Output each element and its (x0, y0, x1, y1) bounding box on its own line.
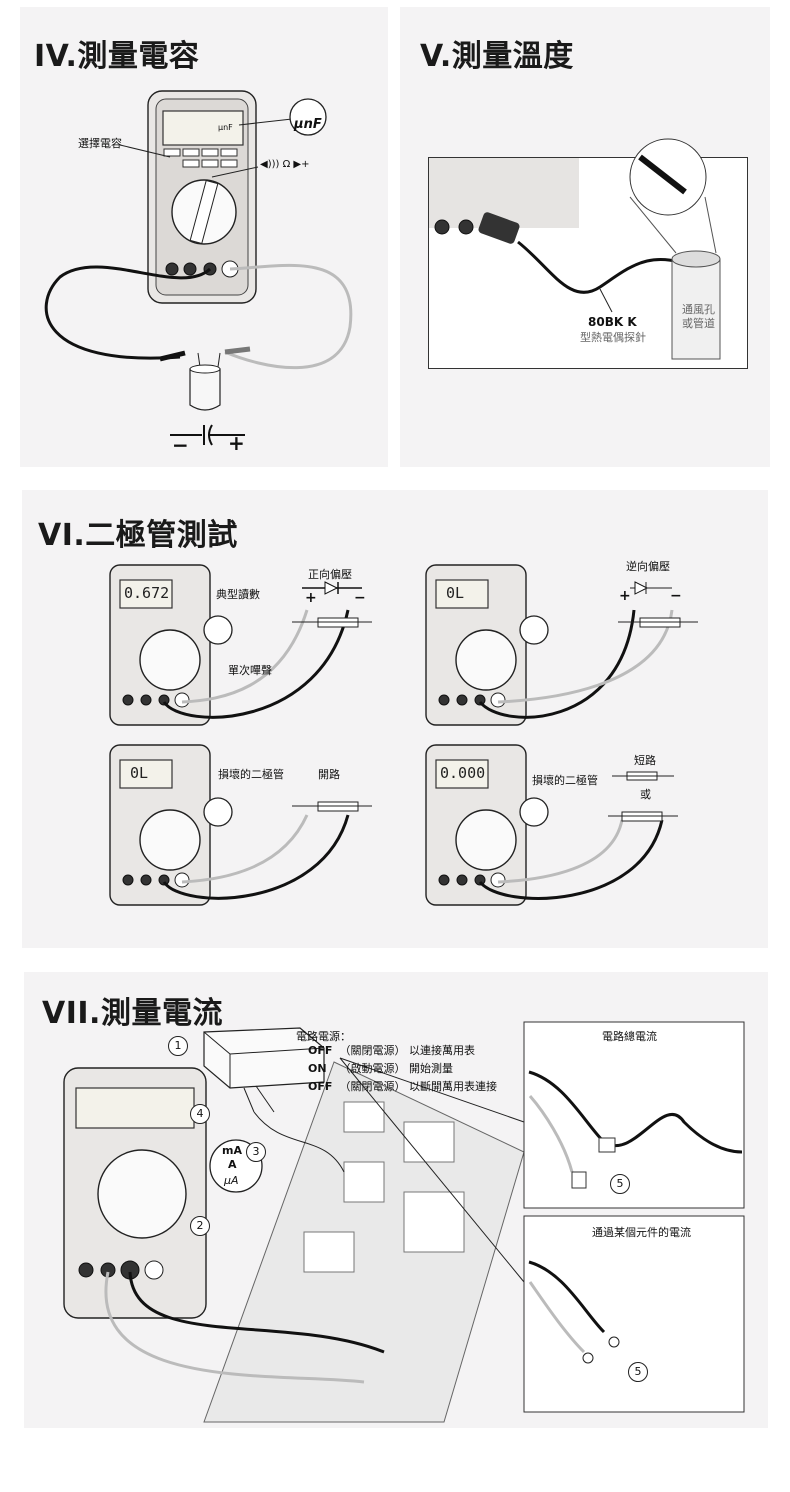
power-heading: 電路電源： (296, 1030, 351, 1043)
lcd-unit-capacitance: µnF (218, 123, 233, 132)
lcd-reading-reverse: 0L (446, 584, 465, 602)
open-circuit-label: 開路 (318, 768, 340, 781)
power-step-action: 開始測量 (409, 1062, 453, 1075)
power-step-state: ON (308, 1062, 327, 1075)
section-title-current: VII.測量電流 (42, 996, 223, 1031)
power-step: ON （啟動電源） 開始測量 (308, 1062, 453, 1075)
vent-label-2: 或管道 (682, 317, 715, 330)
power-step-action: 以連接萬用表 (409, 1044, 475, 1057)
callout-2: 2 (190, 1216, 210, 1236)
component-current-label: 通過某個元件的電流 (592, 1226, 691, 1239)
section-title-capacitance: IV.測量電容 (34, 39, 200, 74)
power-step: OFF （關閉電源） 以斷開萬用表連接 (308, 1080, 497, 1093)
panel-diode: VI.二極管測試 (22, 490, 768, 948)
total-current-label: 電路總電流 (602, 1030, 657, 1043)
callout-1: 1 (168, 1036, 188, 1056)
typical-reading-label: 典型讀數 (216, 588, 260, 601)
section-title-diode: VI.二極管測試 (38, 518, 238, 553)
probe-model-label: 80BK K (588, 315, 637, 329)
or-label: 或 (640, 788, 651, 801)
panel-temperature: V.測量溫度 80BK K 型熱電偶探針 通風孔 或管道 (400, 7, 770, 467)
power-step-paren: 啟動電源 (350, 1062, 395, 1075)
power-step-action: 以斷開萬用表連接 (409, 1080, 497, 1093)
power-step-paren: 關閉電源 (350, 1044, 395, 1057)
reverse-minus-sign: − (670, 588, 682, 604)
select-capacitance-label: 選擇電容 (78, 137, 122, 150)
diode-illustration (109, 564, 698, 906)
power-steps: OFF （關閉電源） 以連接萬用表 ON （啟動電源） 開始測量 OFF （關閉… (308, 1042, 497, 1094)
lcd-reading-open: 0L (130, 764, 149, 782)
callout-4: 4 (190, 1104, 210, 1124)
forward-bias-label: 正向偏壓 (308, 568, 352, 581)
probe-desc-label: 型熱電偶探針 (580, 331, 646, 344)
section-title-temperature: V.測量溫度 (420, 39, 574, 74)
cap-plus-sign: + (228, 431, 245, 455)
reverse-bias-label: 逆向偏壓 (626, 560, 670, 573)
range-ua-label: µA (224, 1174, 239, 1187)
range-a-label: A (228, 1158, 237, 1171)
lcd-reading-typical: 0.672 (124, 584, 170, 602)
beep-ohm-diode-label: ◀))) Ω ▶+ (260, 159, 310, 170)
range-ma-label: mA (222, 1144, 242, 1157)
power-step-paren: 關閉電源 (350, 1080, 395, 1093)
vent-label-1: 通風孔 (682, 303, 715, 316)
bad-diode-short-label: 損壞的二極管 (532, 774, 598, 787)
short-circuit-label: 短路 (634, 754, 656, 767)
power-step-state: OFF (308, 1044, 333, 1057)
temperature-illustration (429, 138, 721, 360)
callout-5-top: 5 (610, 1174, 630, 1194)
unit-label-capacitance: µnF (294, 117, 322, 132)
single-beep-label: 單次嗶聲 (228, 664, 272, 677)
forward-minus-sign: − (354, 590, 366, 606)
bad-diode-open-label: 損壞的二極管 (218, 768, 284, 781)
panel-current: VII.測量電流 (24, 972, 768, 1428)
power-step: OFF （關閉電源） 以連接萬用表 (308, 1044, 475, 1057)
current-illustration (63, 1021, 745, 1423)
capacitance-illustration (44, 90, 353, 446)
callout-5-bottom: 5 (628, 1362, 648, 1382)
callout-3: 3 (246, 1142, 266, 1162)
reverse-plus-sign: + (619, 588, 631, 604)
panel-capacitance: IV.測量電容 (20, 7, 388, 467)
forward-plus-sign: + (305, 590, 317, 606)
lcd-reading-short: 0.000 (440, 764, 486, 782)
power-step-state: OFF (308, 1080, 333, 1093)
cap-minus-sign: − (172, 433, 189, 457)
